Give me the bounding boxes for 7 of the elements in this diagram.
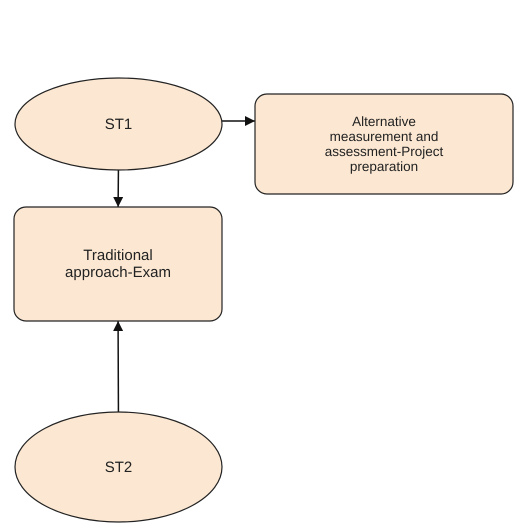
node-label: Traditional approach-Exam xyxy=(64,247,172,281)
node-label: Alternative measurement and assessment-Project preparation xyxy=(324,114,444,174)
arrow xyxy=(113,321,124,412)
node-label: ST2 xyxy=(104,458,132,476)
arrow xyxy=(113,170,124,207)
node-label: ST1 xyxy=(104,116,132,132)
arrow xyxy=(222,116,255,126)
